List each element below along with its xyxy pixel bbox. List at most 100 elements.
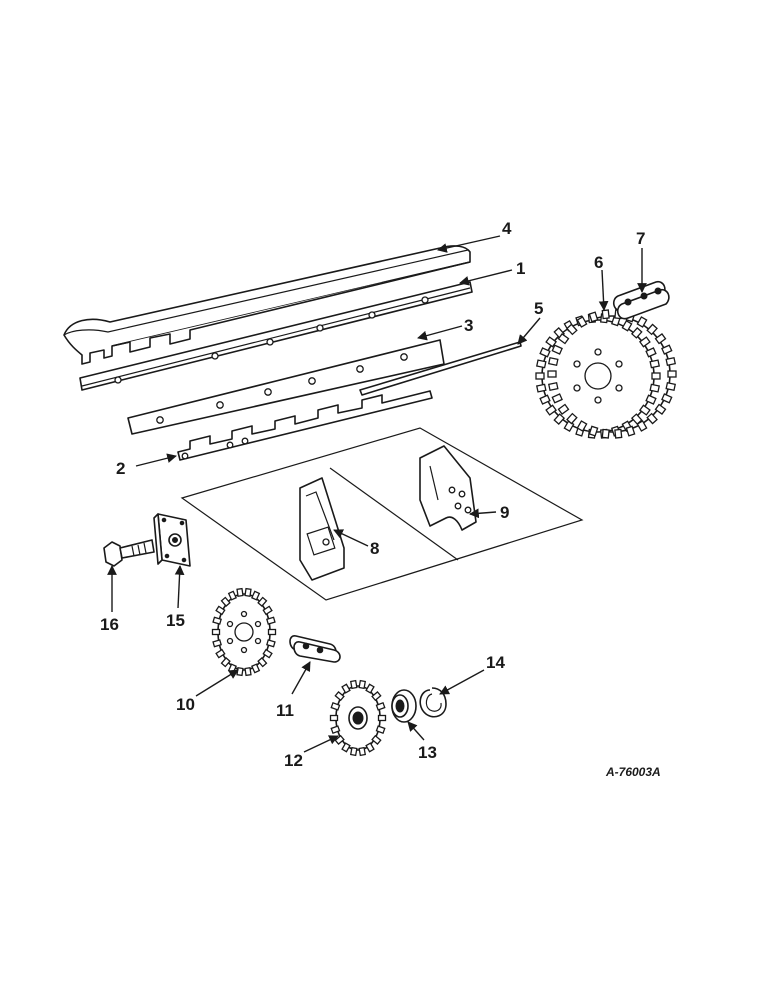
- sprocket-tooth: [211, 628, 221, 636]
- part-7-chain-link: [612, 280, 670, 320]
- callout-labels: 4 1 3 5 2 6 7 8 9 16 15 10 11 12 13 14 A…: [100, 219, 661, 779]
- sprocket-tooth: [371, 691, 382, 702]
- sprocket-tooth: [330, 702, 341, 711]
- part-9-bracket: [419, 445, 477, 531]
- sprocket-tooth: [236, 587, 244, 597]
- sprocket-tooth: [535, 359, 547, 369]
- sprocket-tooth: [257, 657, 268, 668]
- reference-code: A-76003A: [605, 765, 661, 779]
- part-10-sprocket: [211, 587, 277, 677]
- sprocket-tooth: [547, 356, 559, 367]
- sprocket-tooth: [545, 336, 558, 348]
- sprocket-tooth: [651, 372, 661, 380]
- sprocket-tooth: [601, 428, 610, 439]
- callout-7: 7: [636, 229, 645, 248]
- sprocket-tooth: [625, 425, 636, 437]
- part-16-bolt: [103, 539, 155, 567]
- sprocket-tooth: [551, 344, 563, 355]
- sprocket-tooth: [349, 679, 358, 690]
- sprocket-tooth: [588, 425, 599, 437]
- callout-4: 4: [502, 219, 512, 238]
- sprocket-tooth: [621, 319, 633, 332]
- sprocket-tooth: [371, 734, 382, 745]
- sprocket-tooth: [212, 639, 222, 648]
- sprocket-tooth: [244, 587, 252, 597]
- sprocket-tooth: [576, 420, 588, 432]
- callout-15: 15: [166, 611, 185, 630]
- sprocket-tooth: [551, 393, 563, 404]
- sprocket-tooth: [365, 742, 375, 753]
- part-5-strip: [359, 341, 522, 396]
- sprocket-tooth: [251, 590, 261, 601]
- sprocket-tooth: [614, 428, 623, 439]
- inset-panel: [180, 427, 584, 601]
- sprocket-tooth: [630, 413, 643, 425]
- sprocket-tooth: [215, 605, 226, 616]
- sprocket-tooth: [539, 347, 551, 358]
- sprocket-tooth: [334, 691, 345, 702]
- sprocket-tooth: [645, 394, 657, 405]
- sprocket-tooth: [665, 356, 677, 367]
- sprocket-tooth: [661, 393, 673, 404]
- part-2-notched-plate: [177, 390, 433, 461]
- sprocket-tooth: [665, 381, 677, 392]
- callout-11: 11: [276, 701, 294, 720]
- callout-2: 2: [116, 459, 125, 478]
- sprocket-tooth: [358, 746, 367, 757]
- sprocket-tooth: [645, 347, 657, 358]
- sprocket-tooth: [375, 702, 386, 711]
- sprocket-tooth: [215, 648, 226, 659]
- sprocket-tooth: [566, 323, 578, 336]
- sprocket-tooth: [646, 323, 658, 336]
- part-12-sprocket: [329, 679, 387, 757]
- callout-3: 3: [464, 316, 473, 335]
- part-11-chain: [289, 635, 341, 663]
- callout-13: 13: [418, 743, 437, 762]
- callout-14: 14: [486, 653, 505, 672]
- sprocket-tooth: [244, 667, 252, 677]
- sprocket-tooth: [547, 381, 559, 392]
- sprocket-tooth: [212, 616, 222, 625]
- sprocket-tooth: [588, 311, 599, 323]
- sprocket-tooth: [553, 413, 566, 425]
- sprocket-tooth: [638, 336, 651, 348]
- sprocket-tooth: [358, 679, 367, 690]
- sprocket-tooth: [636, 420, 648, 432]
- sprocket-tooth: [236, 667, 244, 677]
- leader-lines: [107, 235, 647, 753]
- sprocket-tooth: [646, 412, 658, 425]
- sprocket-tooth: [545, 404, 558, 416]
- sprocket-tooth: [262, 605, 273, 616]
- sprocket-tooth: [576, 316, 588, 328]
- sprocket-tooth: [262, 648, 273, 659]
- sprocket-tooth: [535, 372, 545, 380]
- sprocket-tooth: [266, 639, 276, 648]
- callout-10: 10: [176, 695, 195, 714]
- sprocket-tooth: [375, 725, 386, 734]
- part-6-large-sprocket: [535, 309, 677, 439]
- sprocket-tooth: [654, 333, 667, 345]
- part-1-angle-strip: [79, 281, 473, 391]
- part-4-cover: [63, 245, 471, 365]
- sprocket-tooth: [267, 628, 277, 636]
- part-13-bearing: [391, 689, 417, 723]
- sprocket-tooth: [341, 683, 351, 694]
- sprocket-tooth: [539, 394, 551, 405]
- sprocket-tooth: [535, 383, 547, 393]
- sprocket-tooth: [649, 359, 661, 369]
- sprocket-tooth: [654, 403, 667, 415]
- callout-9: 9: [500, 503, 509, 522]
- sprocket-tooth: [638, 404, 651, 416]
- sprocket-tooth: [377, 714, 387, 722]
- sprocket-tooth: [227, 590, 237, 601]
- sprocket-tooth: [220, 596, 231, 607]
- callout-1: 1: [516, 259, 525, 278]
- sprocket-tooth: [330, 725, 341, 734]
- callout-8: 8: [370, 539, 379, 558]
- sprocket-tooth: [329, 714, 339, 722]
- part-8-bracket: [299, 477, 345, 581]
- sprocket-tooth: [251, 663, 261, 674]
- sprocket-tooth: [601, 309, 610, 320]
- sprocket-tooth: [547, 370, 557, 378]
